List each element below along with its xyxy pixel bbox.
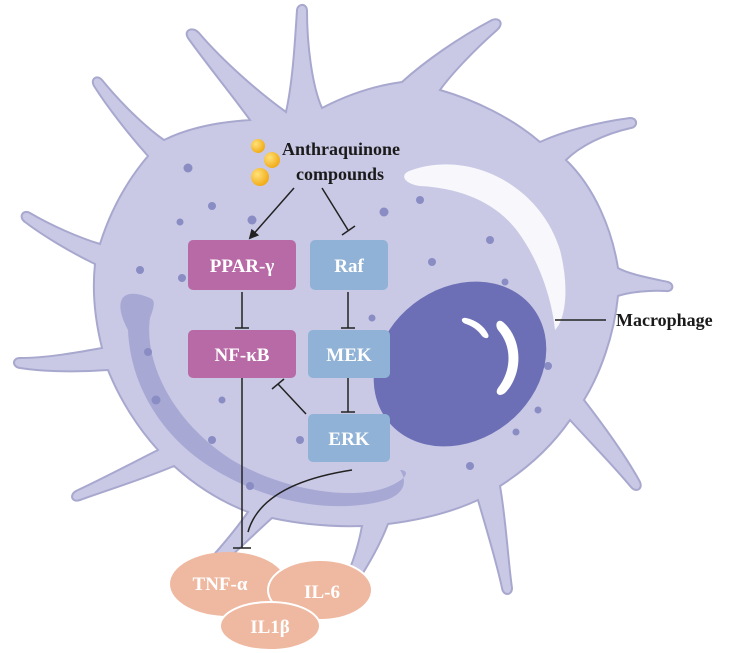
cell-body [13,3,674,603]
edge-erk-nfkb [277,383,307,415]
node-erk-label: ERK [328,429,369,450]
node-mek: MEK [308,330,390,378]
node-nfkb-label: NF-κB [215,345,270,366]
cytokine-il6-label: IL-6 [304,582,340,603]
node-ppar: PPAR-γ [188,240,296,290]
node-erk: ERK [308,414,390,462]
cytokine-il1b-label: IL1β [250,617,290,638]
node-ppar-label: PPAR-γ [210,256,275,277]
cytokine-tnf: TNF-α [170,552,286,616]
node-mek-label: MEK [326,345,372,366]
compound-label-line1: Anthraquinone [282,139,400,159]
node-raf-label: Raf [334,256,364,277]
node-nfkb: NF-κB [188,330,296,378]
node-raf: Raf [310,240,388,290]
pathway-edges [233,187,356,549]
nucleus [373,281,547,447]
cytokine-il1b: IL1β [219,601,321,651]
edge-compound-raf-bar [341,225,356,236]
cytokine-tnf-label: TNF-α [193,574,248,595]
crescent-organelle [120,293,406,507]
edge-compound-raf [321,187,349,231]
macrophage-label: Macrophage [616,310,713,330]
compound-icon [251,139,280,186]
membrane-highlight [404,164,566,330]
edge-compound-ppar [248,187,295,240]
edge-erk-curve [247,469,353,533]
edge-erk-nfkb-bar [271,378,285,390]
compound-label-line2: compounds [296,164,384,184]
